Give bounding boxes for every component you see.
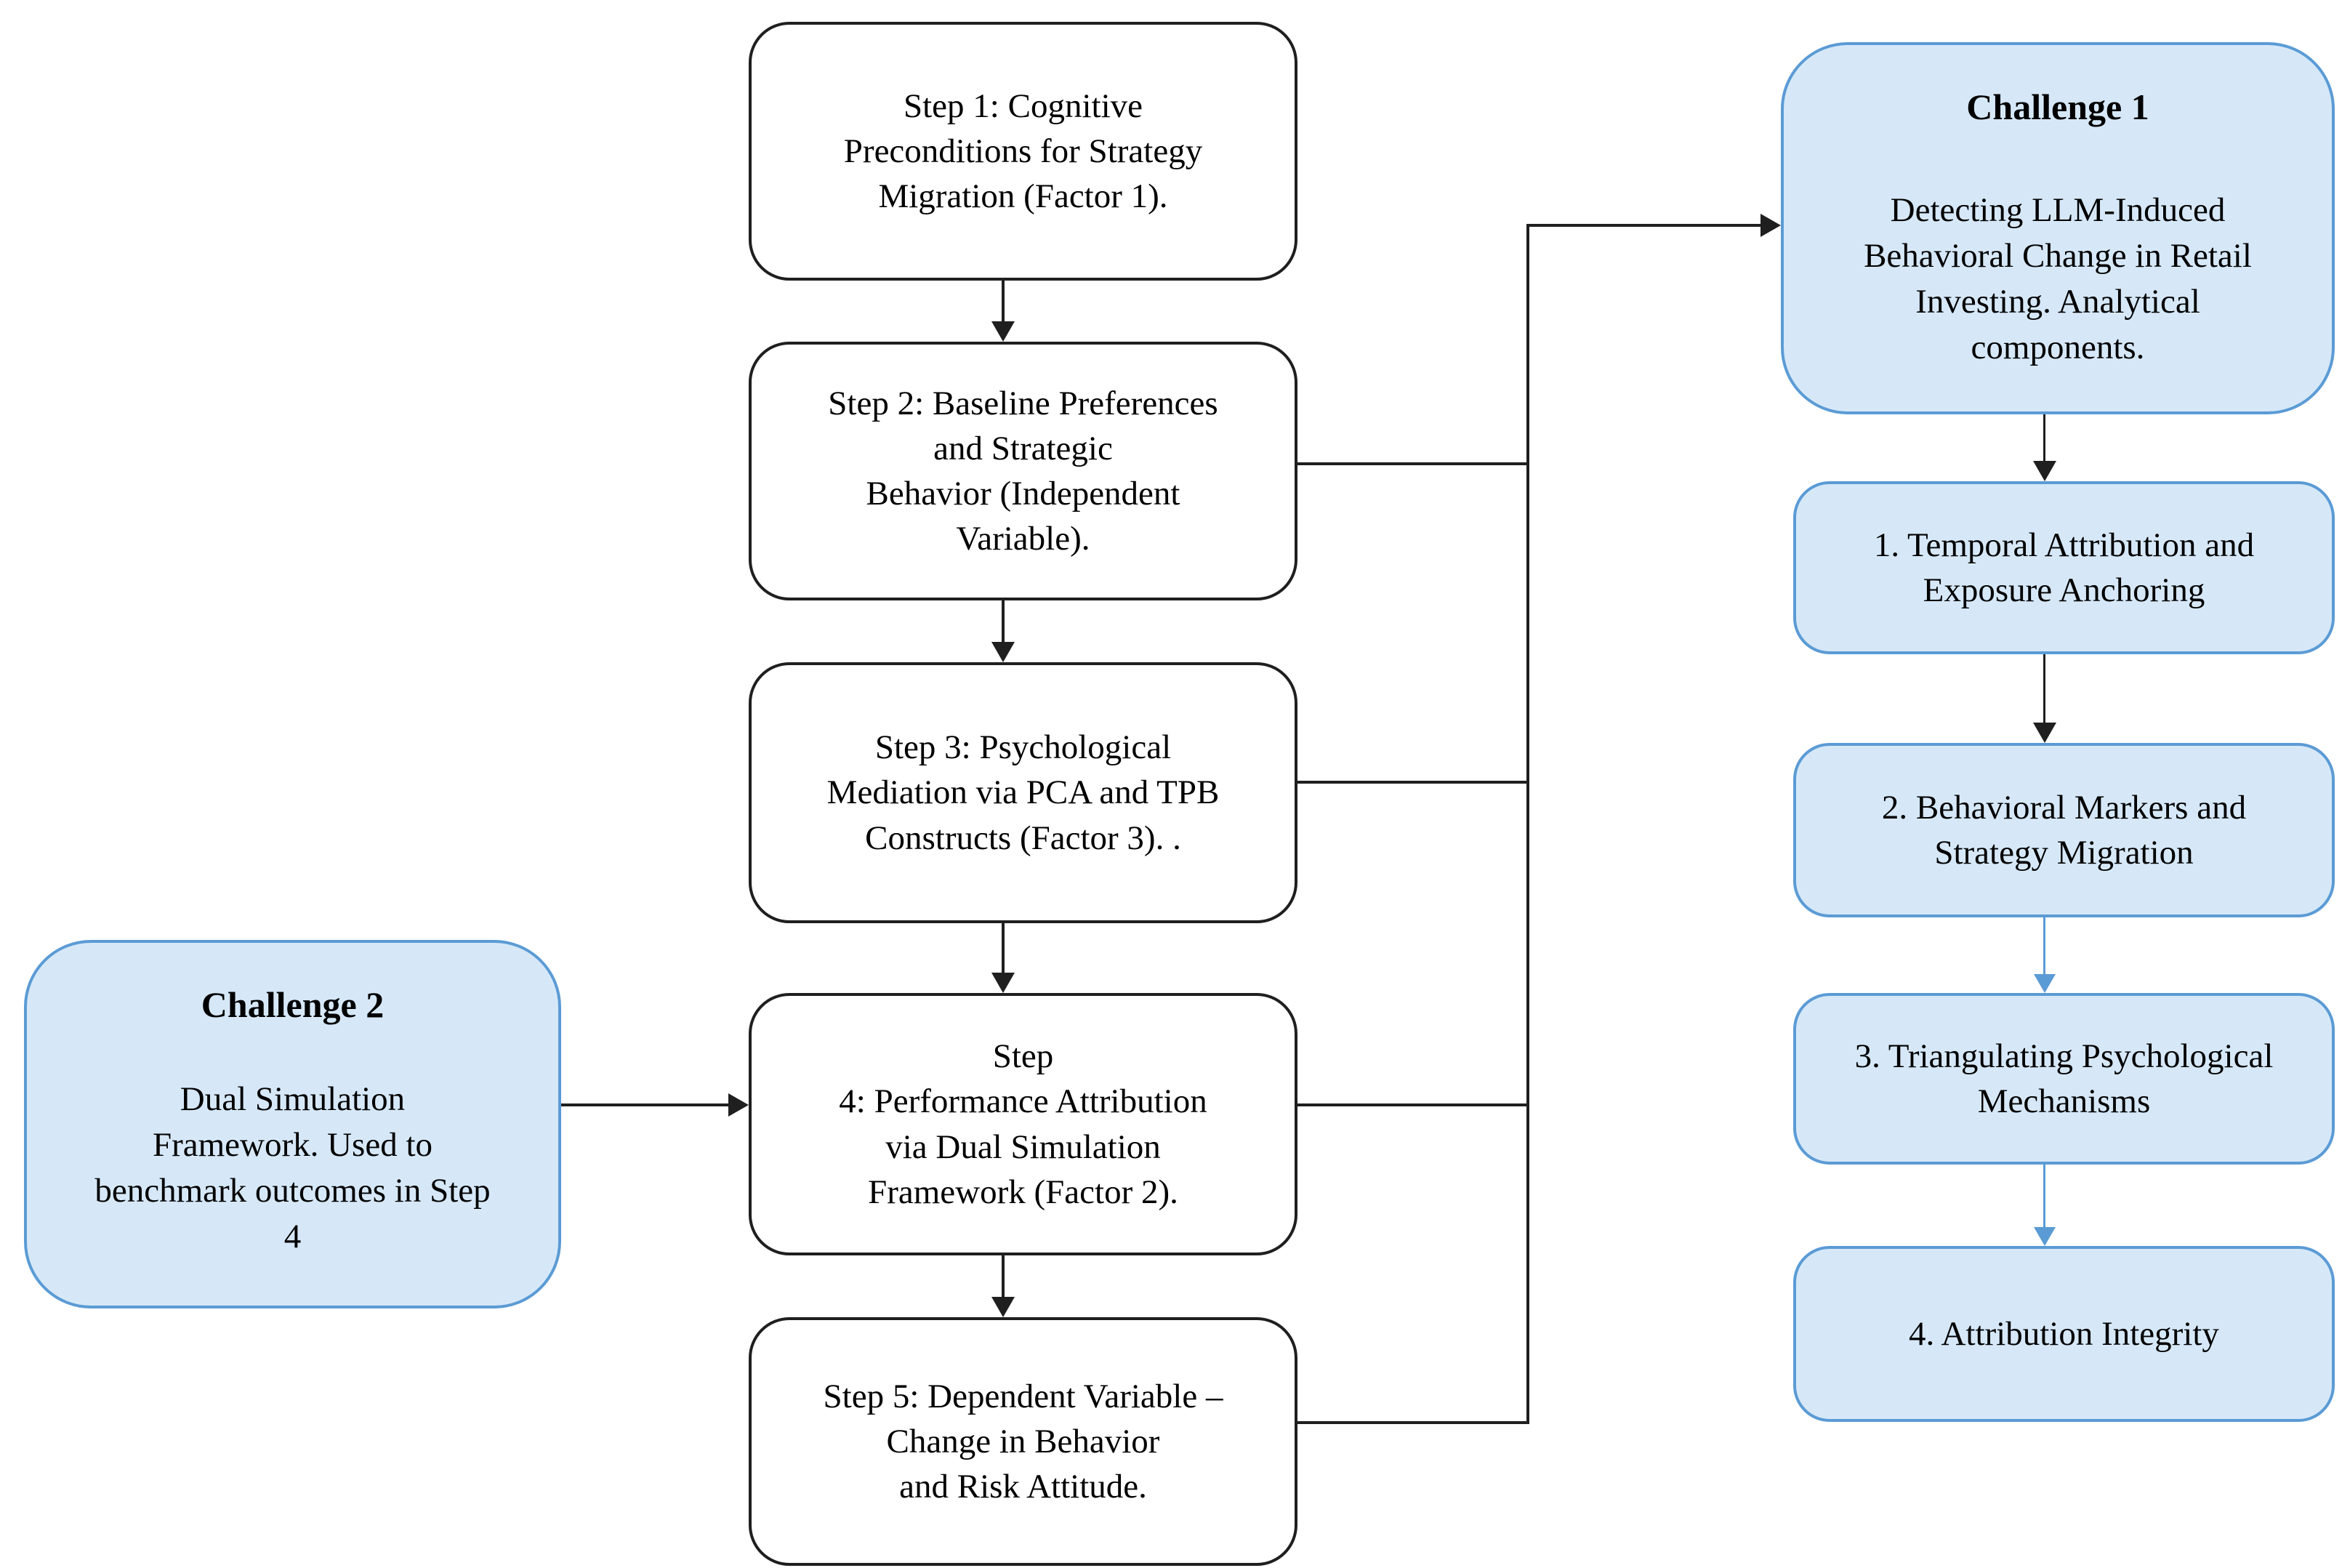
challenge-1-title: Challenge 1 xyxy=(1966,87,2149,127)
item3-item4-connector-line xyxy=(2043,1165,2045,1229)
step-3-label: Step 3: Psychological Mediation via PCA … xyxy=(826,728,1220,857)
step-2-box: Step 2: Baseline Preferences and Strateg… xyxy=(749,342,1297,600)
step-4-label: Step 4: Performance Attribution via Dual… xyxy=(839,1037,1207,1211)
step4-branch-line xyxy=(1297,1103,1529,1106)
item1-item2-connector-line xyxy=(2043,654,2045,724)
step-2-label: Step 2: Baseline Preferences and Strateg… xyxy=(828,384,1218,558)
step-3-box: Step 3: Psychological Mediation via PCA … xyxy=(749,662,1297,923)
arrow-down-blue-icon xyxy=(2034,1227,2056,1246)
analysis-item-2-box: 2. Behavioral Markers and Strategy Migra… xyxy=(1793,743,2335,917)
challenge1-item1-connector-line xyxy=(2043,414,2045,462)
analysis-item-4-label: 4. Attribution Integrity xyxy=(1909,1314,2219,1353)
challenge-2-box: Challenge 2 Dual Simulation Framework. U… xyxy=(24,940,561,1308)
step4-step5-connector-line xyxy=(1002,1255,1005,1298)
challenge-2-body: Dual Simulation Framework. Used to bench… xyxy=(94,1080,491,1255)
step3-branch-line xyxy=(1297,781,1529,784)
step-5-box: Step 5: Dependent Variable – Change in B… xyxy=(749,1317,1297,1566)
arrow-down-icon xyxy=(991,321,1015,342)
analysis-item-1-box: 1. Temporal Attribution and Exposure Anc… xyxy=(1793,481,2335,654)
challenge-1-body: Detecting LLM-Induced Behavioral Change … xyxy=(1864,191,2252,366)
analysis-item-3-label: 3. Triangulating Psychological Mechanism… xyxy=(1854,1037,2274,1120)
step5-branch-line xyxy=(1297,1421,1529,1424)
analysis-item-2-label: 2. Behavioral Markers and Strategy Migra… xyxy=(1881,788,2247,872)
analysis-item-3-box: 3. Triangulating Psychological Mechanism… xyxy=(1793,993,2335,1165)
trunk-challenge1-line xyxy=(1526,224,1762,227)
step-4-box: Step 4: Performance Attribution via Dual… xyxy=(749,993,1297,1255)
collector-trunk-line xyxy=(1526,224,1529,1424)
arrow-down-blue-icon xyxy=(2034,974,2056,993)
step2-step3-connector-line xyxy=(1002,600,1005,643)
challenge-2-title: Challenge 2 xyxy=(201,984,385,1025)
arrow-down-icon xyxy=(991,642,1015,662)
step-5-label: Step 5: Dependent Variable – Change in B… xyxy=(823,1377,1223,1506)
analysis-item-1-label: 1. Temporal Attribution and Exposure Anc… xyxy=(1873,526,2255,609)
arrow-down-icon xyxy=(991,973,1015,993)
challenge-1-box: Challenge 1 Detecting LLM-Induced Behavi… xyxy=(1781,42,2335,414)
step2-branch-line xyxy=(1297,462,1529,465)
arrow-right-icon xyxy=(728,1093,749,1117)
arrow-down-icon xyxy=(991,1297,1015,1317)
arrow-down-icon xyxy=(2033,461,2056,481)
step3-step4-connector-line xyxy=(1002,923,1005,973)
step-1-box: Step 1: Cognitive Preconditions for Stra… xyxy=(749,22,1297,281)
arrow-down-icon xyxy=(2033,723,2056,743)
arrow-right-icon xyxy=(1760,214,1781,237)
challenge2-step4-connector-line xyxy=(561,1103,730,1106)
item2-item3-connector-line xyxy=(2043,917,2045,976)
analysis-item-4-box: 4. Attribution Integrity xyxy=(1793,1246,2335,1422)
step1-step2-connector-line xyxy=(1002,281,1005,323)
step-1-label: Step 1: Cognitive Preconditions for Stra… xyxy=(843,87,1203,216)
